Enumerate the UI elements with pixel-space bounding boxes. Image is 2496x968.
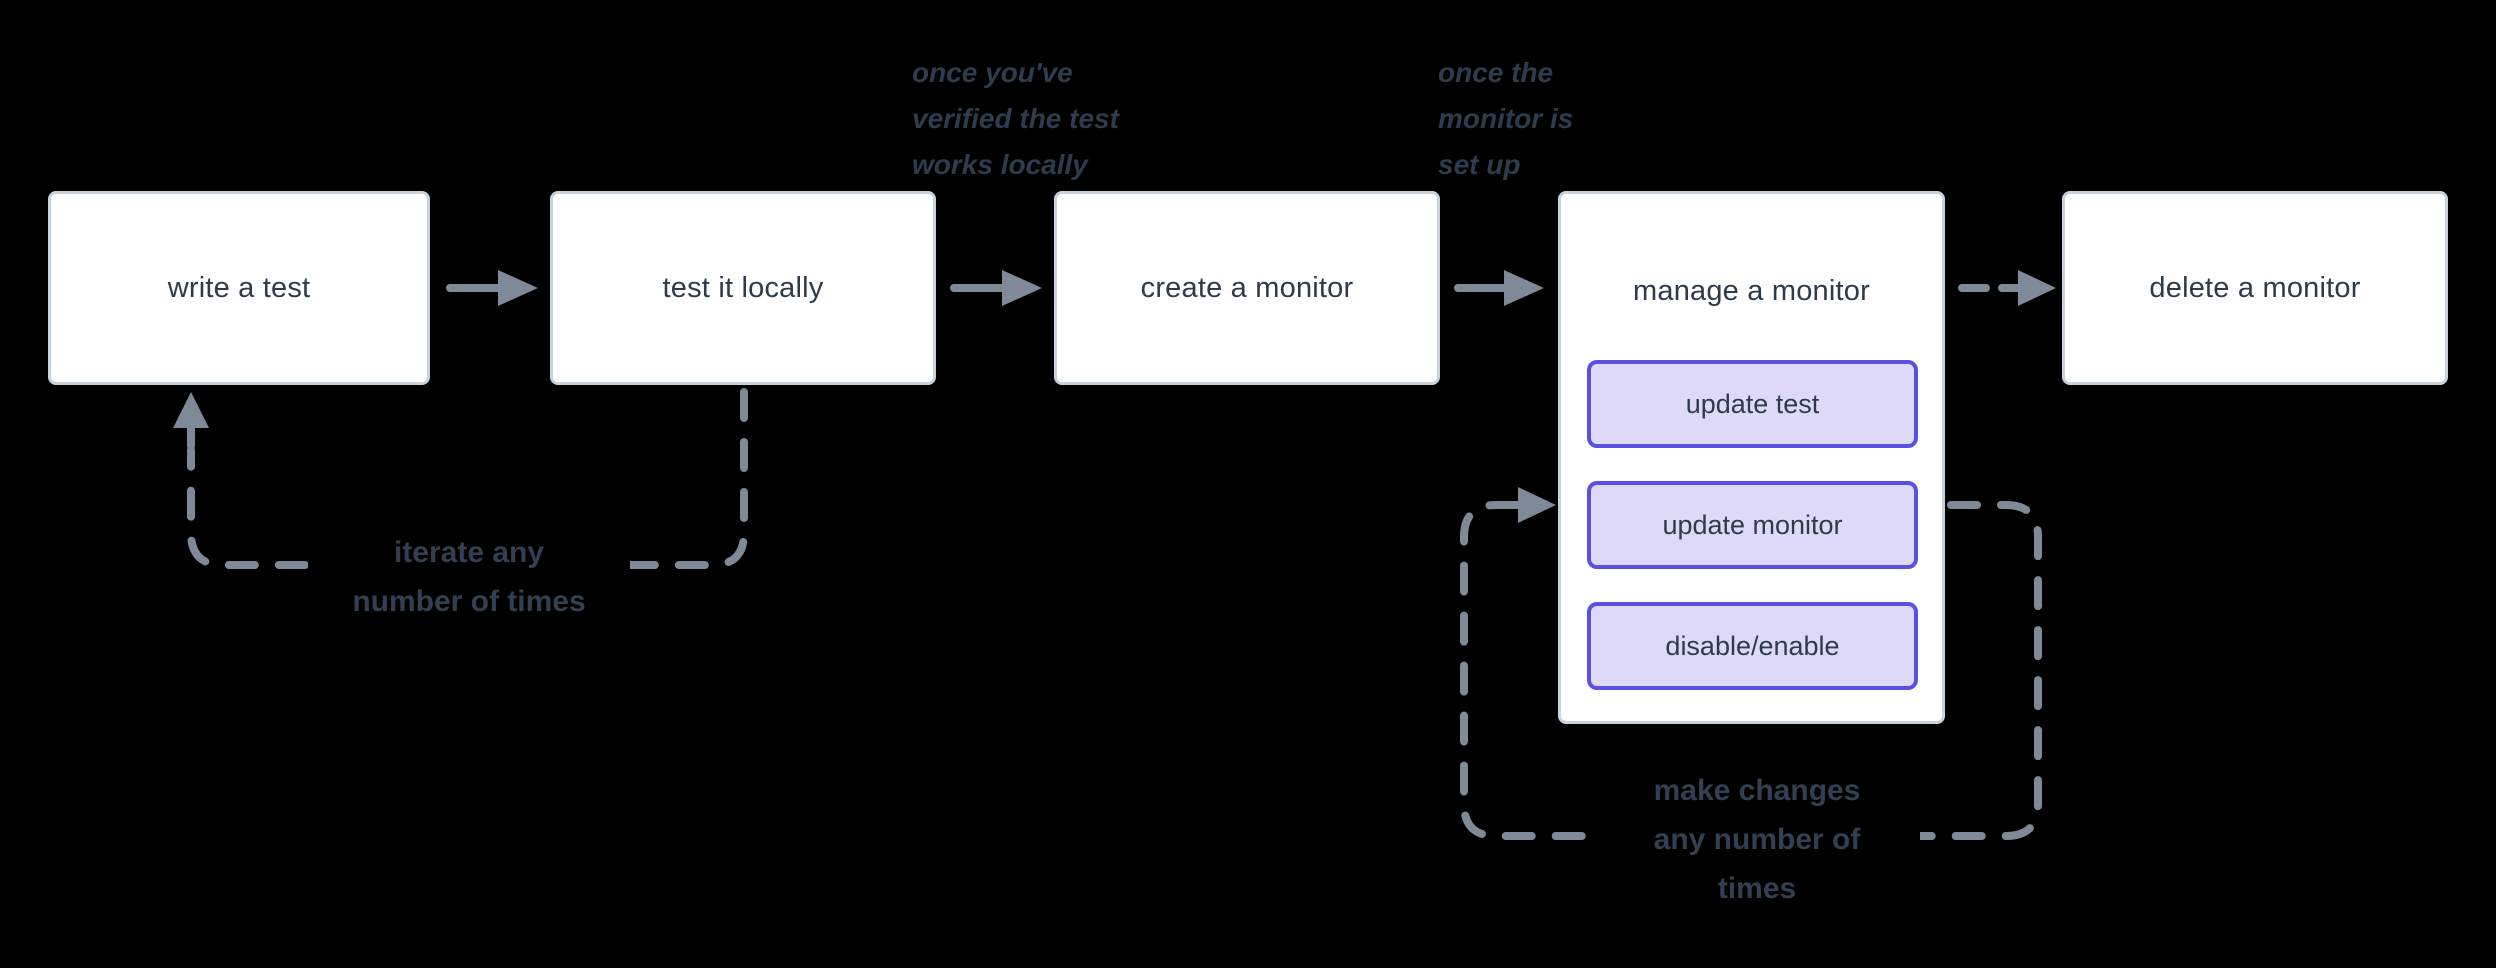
sub-action-update-monitor: update monitor — [1587, 481, 1918, 569]
annotation-monitor-set-up: once the monitor is set up — [1438, 57, 1574, 180]
node-delete-a-monitor-label: delete a monitor — [2149, 271, 2361, 304]
node-manage-a-monitor-title: manage a monitor — [1633, 274, 1870, 307]
node-write-a-test: write a test — [48, 191, 430, 385]
node-create-a-monitor: create a monitor — [1054, 191, 1440, 385]
iterate-loop-path — [173, 388, 748, 569]
arrow-manage-to-delete-icon — [1958, 270, 2056, 306]
node-manage-a-monitor: manage a monitor update test update moni… — [1558, 191, 1945, 724]
sub-action-update-test-label: update test — [1685, 388, 1820, 419]
sub-action-update-monitor-label: update monitor — [1662, 509, 1843, 540]
make-changes-loop-path — [1460, 487, 2042, 840]
annotation-verified-locally: once you've verified the test works loca… — [912, 57, 1119, 180]
node-delete-a-monitor: delete a monitor — [2062, 191, 2448, 385]
arrow-test-to-create-icon — [950, 270, 1042, 306]
arrow-write-to-test-icon — [446, 270, 538, 306]
make-changes-loop-label: make changes any number of times — [1594, 764, 1920, 915]
node-test-it-locally: test it locally — [550, 191, 936, 385]
node-create-a-monitor-label: create a monitor — [1140, 271, 1354, 304]
sub-action-disable-enable: disable/enable — [1587, 602, 1918, 690]
node-write-a-test-label: write a test — [167, 271, 311, 304]
iterate-loop-label: iterate any number of times — [308, 526, 630, 628]
sub-action-disable-enable-label: disable/enable — [1665, 630, 1840, 661]
arrow-create-to-manage-icon — [1454, 270, 1544, 306]
node-test-it-locally-label: test it locally — [662, 271, 824, 304]
sub-action-update-test: update test — [1587, 360, 1918, 448]
